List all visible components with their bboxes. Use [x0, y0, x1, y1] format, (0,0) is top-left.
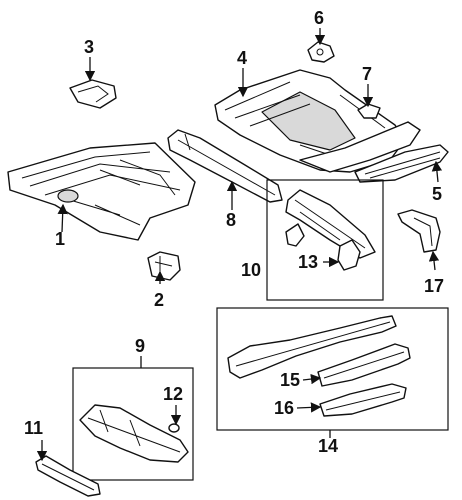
callout-14: 14	[318, 436, 338, 456]
callout-15: 15	[280, 370, 300, 390]
leader-1	[57, 203, 68, 233]
floor-side-rail-lower	[319, 383, 407, 417]
callout-17: 17	[424, 276, 444, 296]
callout-8: 8	[226, 210, 236, 230]
rocker-panel-upper	[227, 315, 397, 379]
leader-16	[296, 402, 322, 413]
rear-floor-bracket	[397, 209, 441, 253]
callout-4: 4	[237, 48, 247, 68]
callout-5: 5	[432, 184, 442, 204]
floor-reinforcement	[35, 455, 101, 497]
leader-15	[302, 373, 322, 385]
callout-9: 9	[135, 336, 145, 356]
floor-bracket	[147, 251, 181, 281]
rear-clip	[307, 41, 335, 63]
plug-12	[168, 423, 180, 433]
leader-17	[428, 250, 440, 271]
rear-rail-assembly	[285, 189, 376, 259]
callout-2: 2	[154, 290, 164, 310]
side-member	[167, 129, 283, 203]
floor-cover-plate	[69, 79, 117, 109]
callout-7: 7	[362, 64, 372, 84]
callout-13: 13	[298, 252, 318, 272]
leader-5	[431, 160, 443, 183]
floor-side-rail	[317, 343, 411, 387]
callout-16: 16	[274, 398, 294, 418]
box-parts-9-12	[72, 367, 194, 481]
callout-10: 10	[241, 260, 261, 280]
callout-1: 1	[55, 229, 65, 249]
callout-6: 6	[314, 8, 324, 28]
callout-12: 12	[163, 384, 183, 404]
callout-11: 11	[24, 418, 43, 438]
front-floor-side-member	[79, 404, 189, 463]
rear-floor-pan	[214, 69, 421, 173]
box-parts-10-13	[266, 179, 384, 301]
box-parts-14-16	[216, 307, 449, 431]
rear-cross-member	[354, 144, 449, 183]
front-floor-pan	[7, 142, 196, 241]
callout-3: 3	[84, 37, 94, 57]
